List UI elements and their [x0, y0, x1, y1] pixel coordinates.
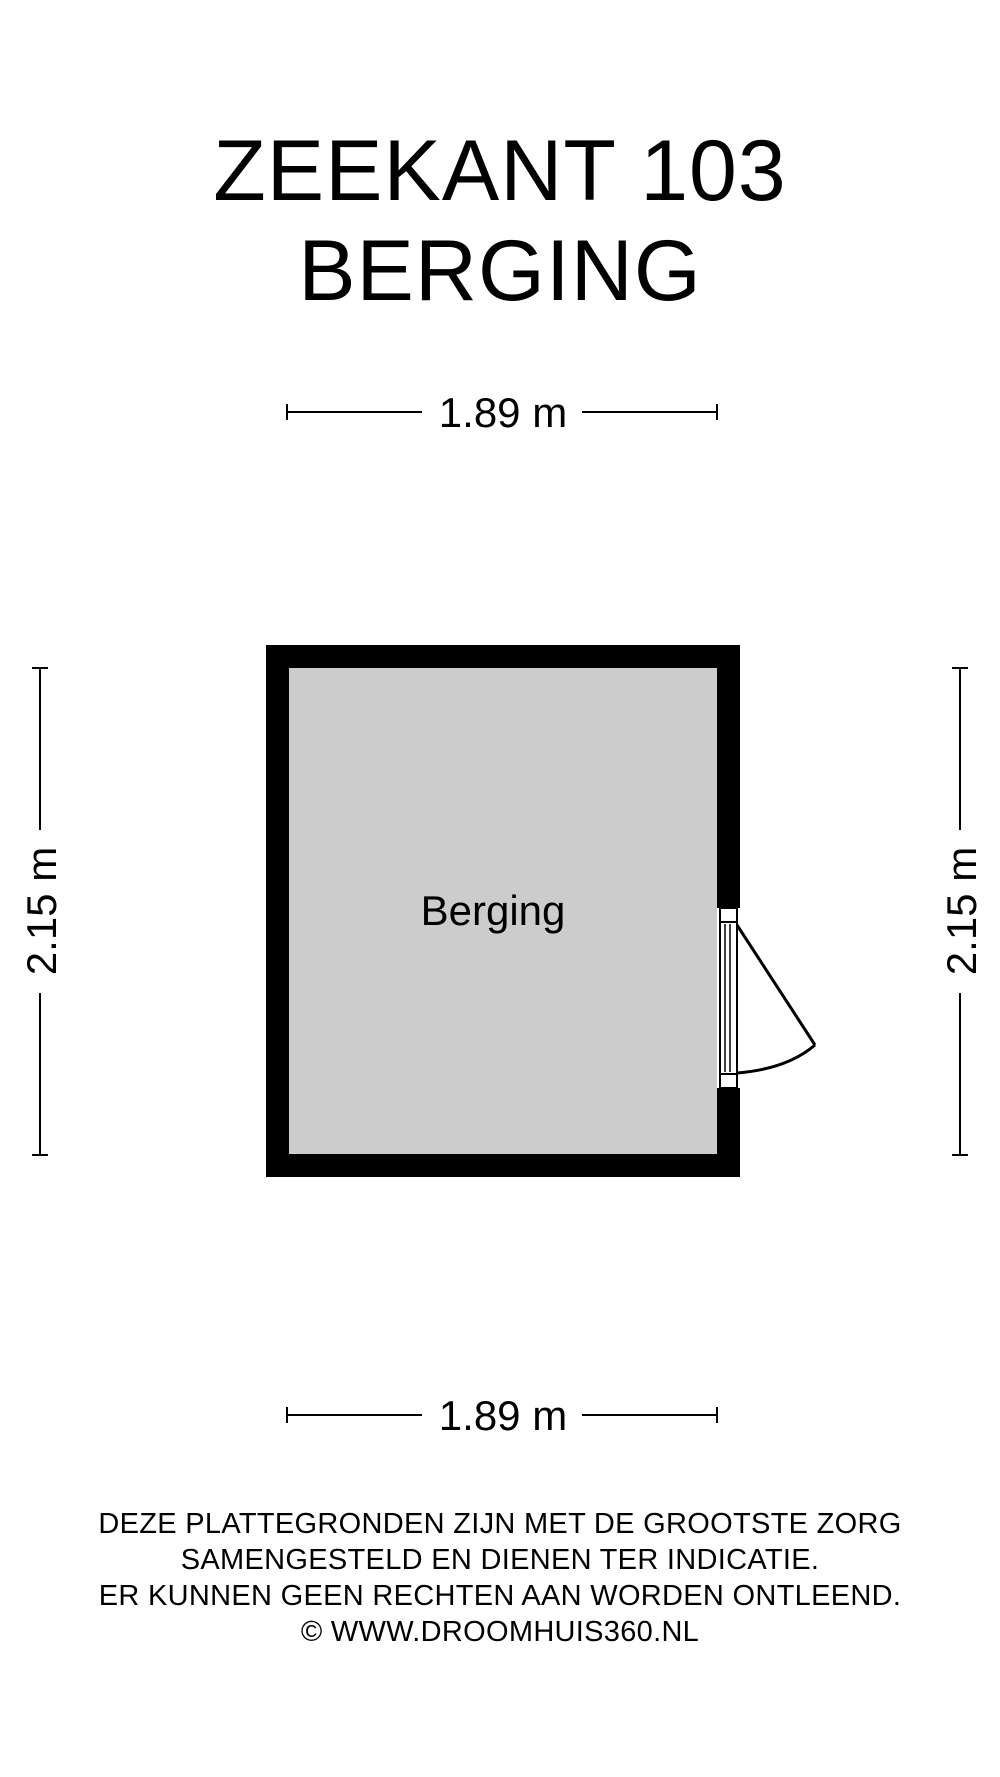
dimension-left: 2.15 m [18, 667, 65, 1156]
room-floor [289, 668, 717, 1154]
disclaimer-line: SAMENGESTELD EN DIENEN TER INDICATIE. [180, 1544, 820, 1576]
copyright-line: © WWW.DROOMHUIS360.NL [300, 1616, 700, 1648]
dimension-left-label: 2.15 m [18, 847, 65, 975]
dimension-top: 1.89 m [286, 389, 718, 436]
door [717, 907, 817, 1089]
dimension-right-label: 2.15 m [938, 847, 985, 975]
dimension-right: 2.15 m [938, 667, 985, 1156]
door-swing-arc [736, 1043, 816, 1075]
disclaimer-line: ER KUNNEN GEEN RECHTEN AAN WORDEN ONTLEE… [98, 1580, 902, 1612]
dimension-bottom-label: 1.89 m [439, 1392, 567, 1439]
disclaimer-line: DEZE PLATTEGRONDEN ZIJN MET DE GROOTSTE … [98, 1508, 902, 1540]
dimension-bottom: 1.89 m [286, 1392, 718, 1439]
dimension-top-label: 1.89 m [439, 389, 567, 436]
disclaimer: DEZE PLATTEGRONDEN ZIJN MET DE GROOTSTE … [0, 1506, 1000, 1650]
plan-title-address: ZEEKANT 103 [213, 123, 787, 219]
plan-title-room: BERGING [298, 223, 702, 319]
door-leaf [735, 924, 817, 1046]
room-label: Berging [421, 887, 566, 934]
